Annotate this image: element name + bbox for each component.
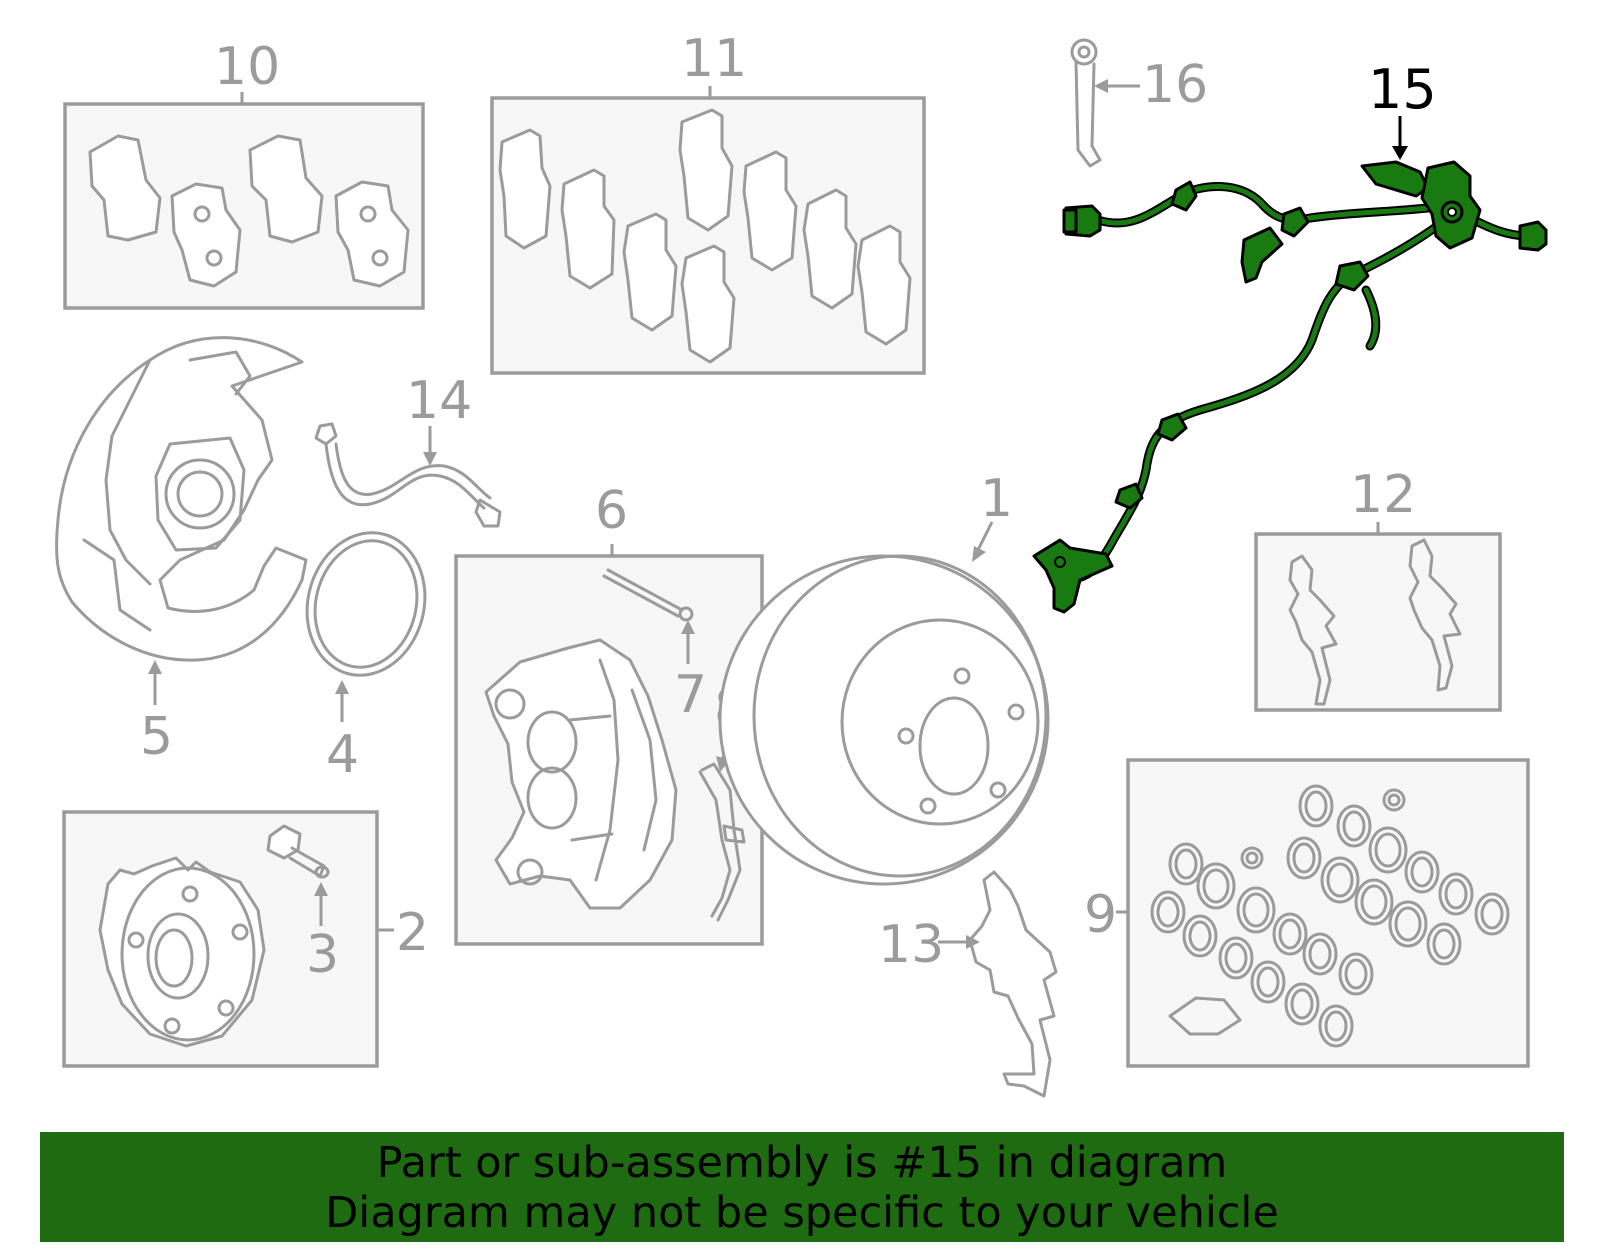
callout-15: 15 [1368, 58, 1437, 121]
part-15-abs-sensor-harness[interactable] [1032, 160, 1548, 614]
part-16-bracket[interactable] [1070, 38, 1140, 168]
part-8-spring-clip[interactable] [698, 762, 746, 922]
banner-line-2: Diagram may not be specific to your vehi… [325, 1188, 1279, 1238]
callout-5: 5 [140, 707, 173, 767]
callout-10: 10 [214, 37, 280, 97]
banner-line-1: Part or sub-assembly is #15 in diagram [376, 1138, 1228, 1188]
callout-13: 13 [878, 915, 944, 975]
callout-12: 12 [1350, 465, 1416, 525]
callout-7: 7 [674, 665, 707, 725]
callout-1: 1 [980, 469, 1013, 529]
part-5-dust-shield[interactable] [55, 336, 308, 662]
part-2-hub-assembly[interactable] [62, 810, 394, 1068]
callout-11: 11 [681, 29, 747, 89]
callout-16: 16 [1142, 55, 1208, 115]
part-13-caliper-clip[interactable] [968, 870, 1058, 1098]
part-1-brake-rotor[interactable] [718, 554, 1050, 886]
part-9-seal-kit[interactable] [1116, 758, 1530, 1068]
callout-6: 6 [595, 481, 628, 541]
part-12-caliper-clips[interactable] [1254, 522, 1502, 712]
info-banner: Part or sub-assembly is #15 in diagram D… [40, 1132, 1564, 1242]
part-6-caliper-assembly[interactable] [454, 544, 764, 946]
callout-4: 4 [326, 725, 359, 785]
callout-14: 14 [406, 371, 472, 431]
callout-2: 2 [396, 903, 429, 963]
part-14-brake-hose[interactable] [314, 422, 502, 528]
callout-3: 3 [306, 925, 339, 985]
callout-9: 9 [1084, 885, 1117, 945]
part-4-o-ring[interactable] [292, 520, 439, 688]
part-10-brake-pads[interactable] [63, 92, 425, 310]
part-11-pad-shim-kit[interactable] [490, 86, 926, 375]
